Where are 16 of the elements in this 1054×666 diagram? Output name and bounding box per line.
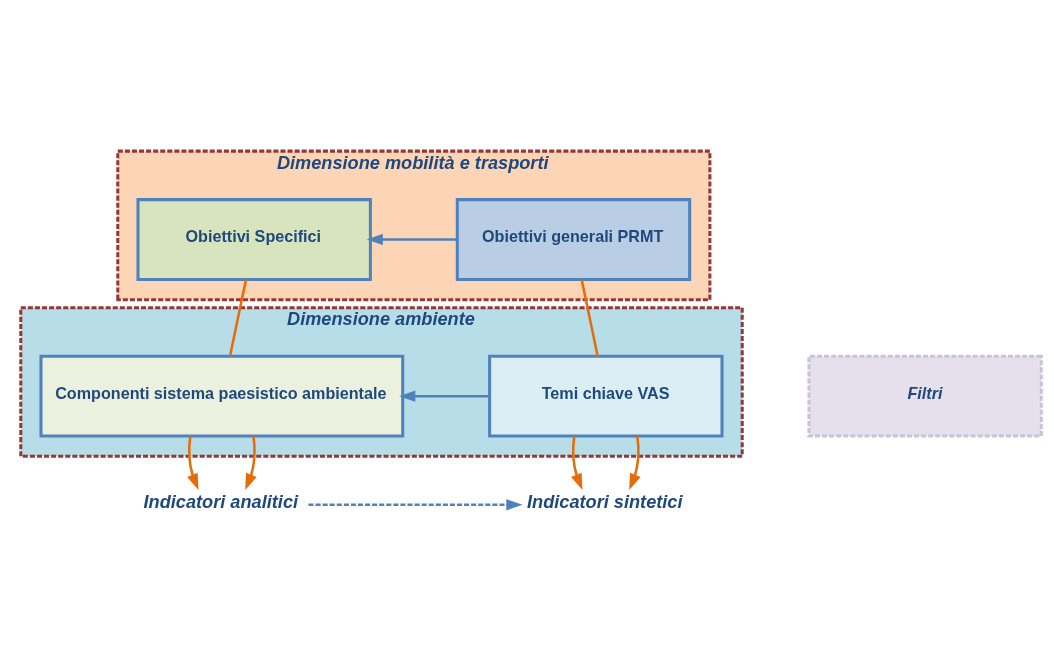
connector <box>228 279 248 357</box>
arrow <box>629 436 641 490</box>
node-box: Filtri <box>807 354 1043 438</box>
node-box: Obiettivi Specifici <box>136 198 372 281</box>
arrow <box>187 436 199 490</box>
node-text: Indicatori sintetici <box>527 492 683 513</box>
arrow <box>399 390 490 402</box>
node-box: Componenti sistema paesistico ambientale <box>39 354 405 438</box>
node-box: Obiettivi generali PRMT <box>455 198 692 281</box>
arrow <box>366 233 457 246</box>
node-box: Temi chiave VAS <box>488 354 724 438</box>
arrow <box>308 499 523 511</box>
connector <box>580 279 599 357</box>
arrow <box>571 436 583 490</box>
node-text: Indicatori analitici <box>143 492 299 513</box>
arrow <box>245 436 257 490</box>
